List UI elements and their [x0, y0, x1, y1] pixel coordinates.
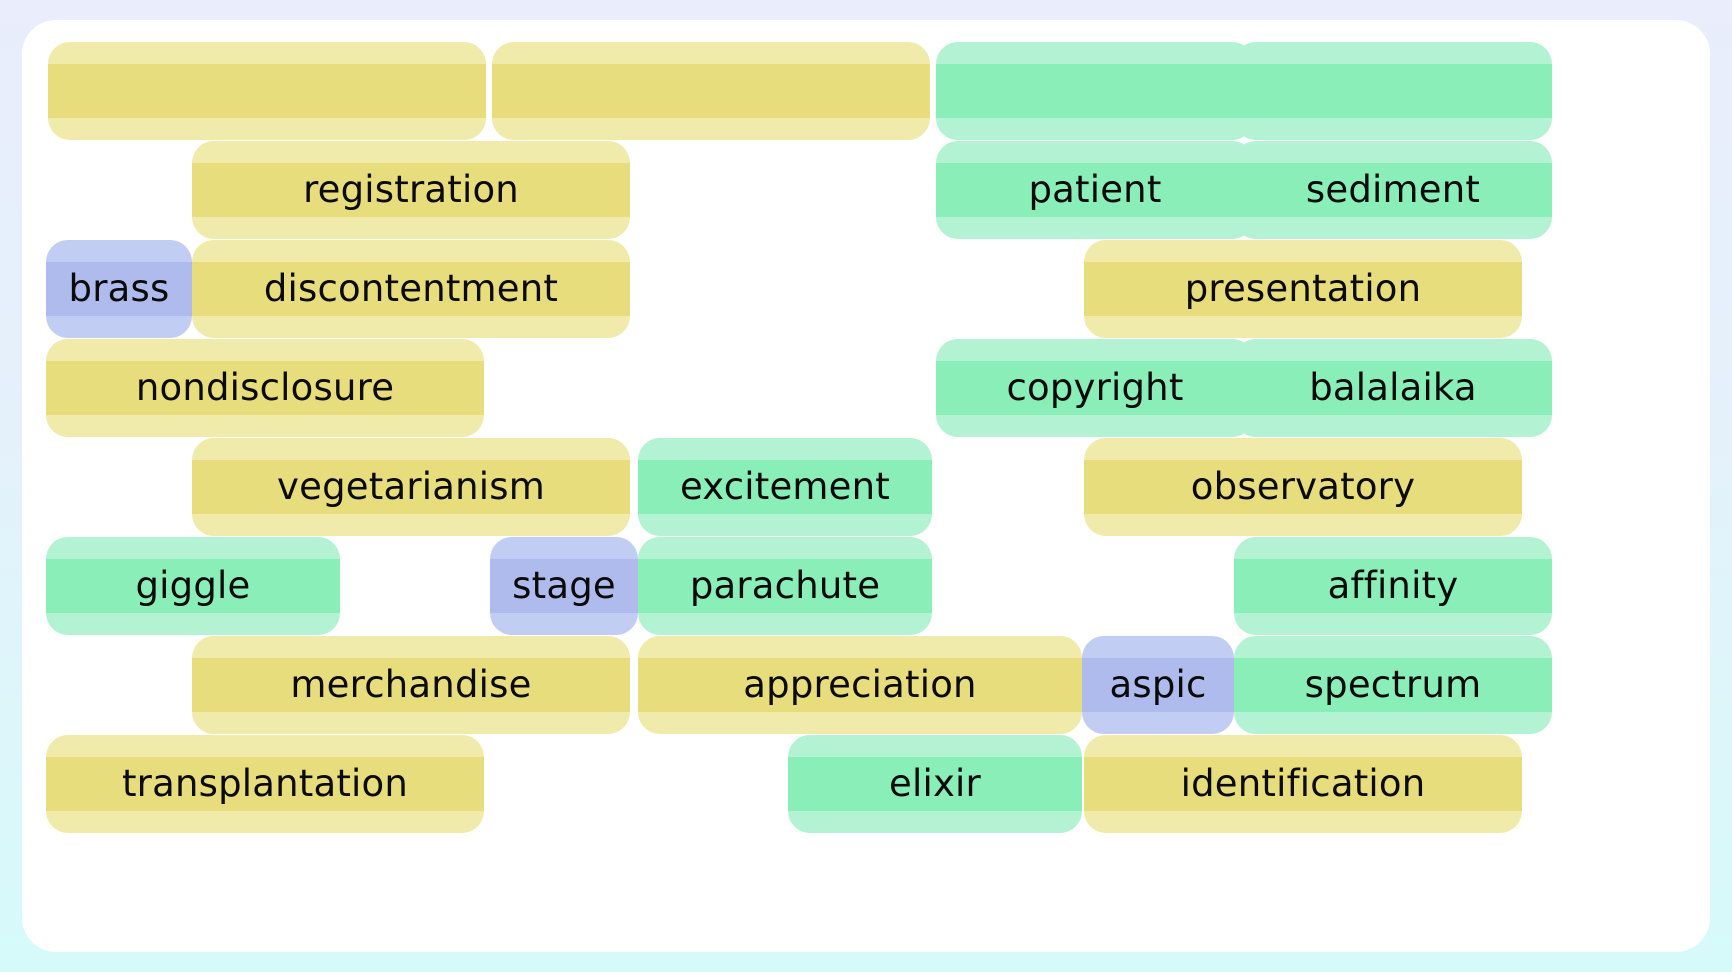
- tile-band: [1234, 64, 1552, 118]
- tile-label: nondisclosure: [135, 366, 395, 409]
- tile-band: [638, 559, 932, 613]
- tile-label: vegetarianism: [277, 465, 545, 508]
- word-tile-clipped[interactable]: [1234, 42, 1552, 140]
- tile-band: [638, 658, 1082, 712]
- tile-band: [192, 163, 630, 217]
- word-tile[interactable]: giggle: [46, 537, 340, 635]
- word-tile[interactable]: elixir: [788, 735, 1082, 833]
- word-board: registration patient sediment brass disconte…: [22, 42, 1710, 952]
- word-tile-clipped[interactable]: [492, 42, 930, 140]
- tile-label: patient: [1028, 168, 1162, 211]
- word-tile-clipped[interactable]: [48, 42, 486, 140]
- word-tile[interactable]: observatory: [1084, 438, 1522, 536]
- tile-band: [46, 757, 484, 811]
- tile-band: [492, 64, 930, 118]
- word-tile[interactable]: merchandise: [192, 636, 630, 734]
- tile-label: stage: [512, 564, 616, 607]
- tile-band: [192, 262, 630, 316]
- tile-band: [192, 658, 630, 712]
- word-tile[interactable]: nondisclosure: [46, 339, 484, 437]
- tile-label: identification: [1180, 762, 1426, 805]
- word-tile[interactable]: transplantation: [46, 735, 484, 833]
- tile-band: [1082, 658, 1234, 712]
- tile-label: presentation: [1184, 267, 1422, 310]
- word-tile[interactable]: brass: [46, 240, 192, 338]
- tile-label: aspic: [1109, 663, 1207, 706]
- tile-band: [936, 163, 1254, 217]
- tile-band: [1084, 757, 1522, 811]
- tile-band: [46, 361, 484, 415]
- tile-label: parachute: [689, 564, 881, 607]
- tile-label: registration: [303, 168, 519, 211]
- word-tile[interactable]: spectrum: [1234, 636, 1552, 734]
- tile-band: [1234, 658, 1552, 712]
- word-tile[interactable]: excitement: [638, 438, 932, 536]
- game-card: 04:17:404 020700 registrationpatientsedi…: [22, 20, 1710, 952]
- tile-label: appreciation: [743, 663, 977, 706]
- word-tile[interactable]: patient: [936, 141, 1254, 239]
- word-tile-clipped[interactable]: [936, 42, 1254, 140]
- tile-band: [1234, 163, 1552, 217]
- tile-label: brass: [68, 267, 170, 310]
- tile-band: [46, 559, 340, 613]
- tile-label: merchandise: [290, 663, 532, 706]
- tile-band: [936, 64, 1254, 118]
- tile-band: [788, 757, 1082, 811]
- tile-band: [1084, 262, 1522, 316]
- tile-band: [46, 262, 192, 316]
- word-tile[interactable]: parachute: [638, 537, 932, 635]
- word-tile[interactable]: aspic: [1082, 636, 1234, 734]
- tile-label: sediment: [1305, 168, 1481, 211]
- tile-label: discontentment: [263, 267, 559, 310]
- tile-label: giggle: [135, 564, 251, 607]
- word-tile[interactable]: presentation: [1084, 240, 1522, 338]
- tile-band: [1234, 361, 1552, 415]
- tile-band: [192, 460, 630, 514]
- word-tile[interactable]: identification: [1084, 735, 1522, 833]
- tile-band: [48, 64, 486, 118]
- tile-label: spectrum: [1304, 663, 1482, 706]
- word-tile[interactable]: sediment: [1234, 141, 1552, 239]
- tile-label: copyright: [1006, 366, 1184, 409]
- word-tile[interactable]: copyright: [936, 339, 1254, 437]
- tile-label: elixir: [889, 762, 981, 805]
- word-tile[interactable]: stage: [490, 537, 638, 635]
- tile-label: transplantation: [121, 762, 409, 805]
- tile-band: [936, 361, 1254, 415]
- tile-band: [1234, 559, 1552, 613]
- tile-band: [490, 559, 638, 613]
- tile-band: [1084, 460, 1522, 514]
- tile-band: [638, 460, 932, 514]
- tile-label: balalaika: [1309, 366, 1477, 409]
- word-tile[interactable]: balalaika: [1234, 339, 1552, 437]
- tile-label: excitement: [679, 465, 891, 508]
- word-tile[interactable]: appreciation: [638, 636, 1082, 734]
- word-tile[interactable]: affinity: [1234, 537, 1552, 635]
- word-tile[interactable]: registration: [192, 141, 630, 239]
- tile-label: affinity: [1327, 564, 1459, 607]
- word-tile[interactable]: discontentment: [192, 240, 630, 338]
- tile-label: observatory: [1190, 465, 1416, 508]
- word-tile[interactable]: vegetarianism: [192, 438, 630, 536]
